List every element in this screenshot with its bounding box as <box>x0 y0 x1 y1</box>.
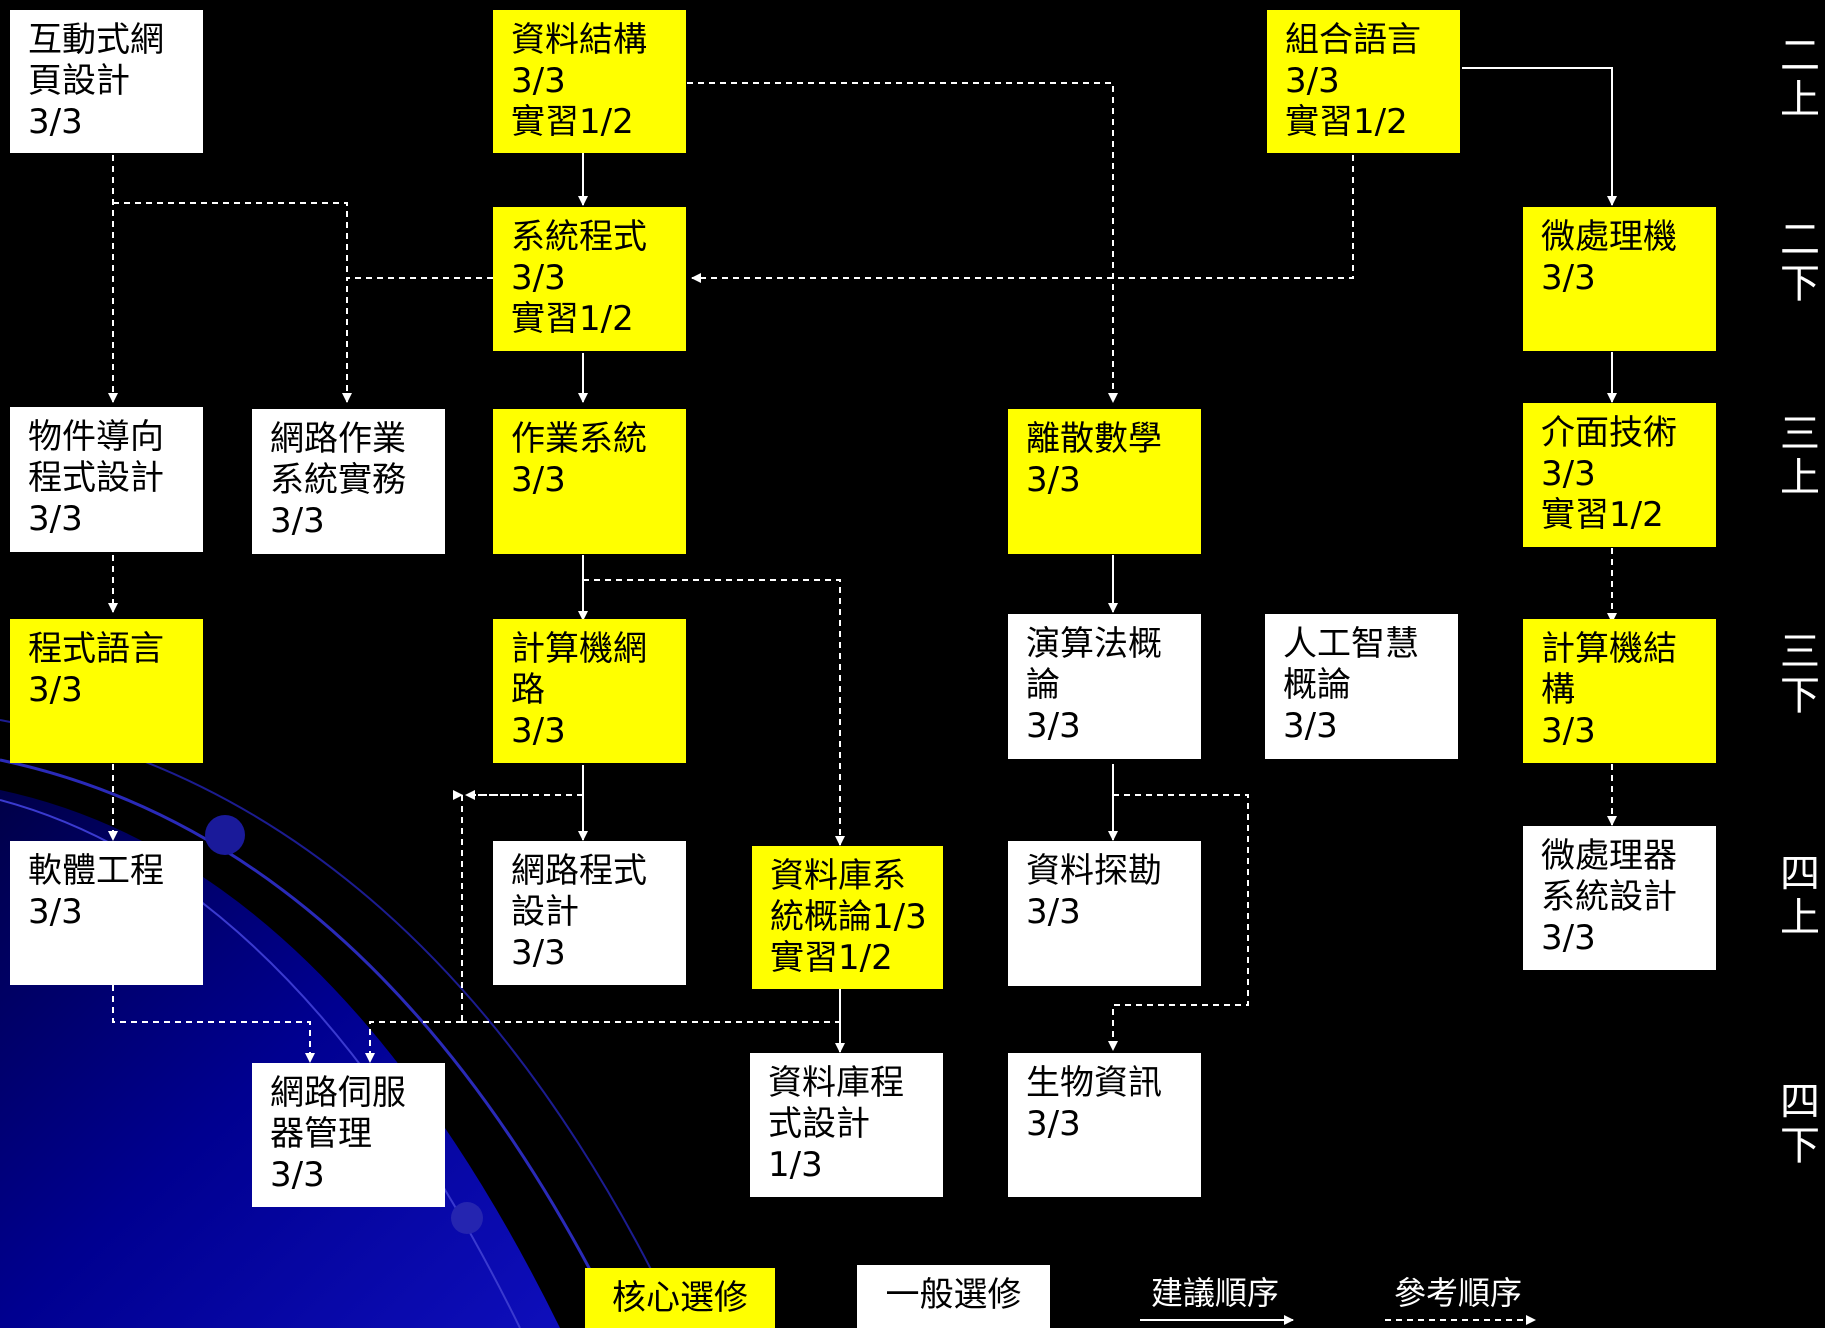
course-computer-networks: 計算機網 路 3/3 <box>493 619 686 763</box>
course-network-programming: 網路程式 設計 3/3 <box>493 841 686 985</box>
legend-suggested-label: 建議順序 <box>1150 1274 1279 1312</box>
course-programming-languages: 程式語言 3/3 <box>10 619 203 763</box>
semester-label: 四下 <box>1780 1079 1820 1169</box>
course-network-os: 網路作業 系統實務 3/3 <box>252 409 445 554</box>
dashed-arrows <box>108 82 1617 1063</box>
semester-label: 三下 <box>1780 629 1820 719</box>
course-interactive-web: 互動式網 頁設計 3/3 <box>10 10 203 153</box>
course-software-engineering: 軟體工程 3/3 <box>10 841 203 985</box>
course-algorithms: 演算法概 論 3/3 <box>1008 614 1201 759</box>
course-bioinformatics: 生物資訊 3/3 <box>1008 1053 1201 1197</box>
semester-label: 三上 <box>1780 411 1820 501</box>
course-microprocessor-design: 微處理器 系統設計 3/3 <box>1523 826 1716 970</box>
course-database-programming: 資料庫程 式設計 1/3 <box>750 1053 943 1197</box>
legend-reference-label: 參考順序 <box>1393 1274 1522 1312</box>
course-microprocessor: 微處理機 3/3 <box>1523 207 1716 351</box>
course-database-systems: 資料庫系 統概論1/3 實習1/2 <box>752 846 943 989</box>
course-operating-systems: 作業系統 3/3 <box>493 409 686 554</box>
semester-label: 二下 <box>1780 217 1820 307</box>
course-assembly: 組合語言 3/3 實習1/2 <box>1267 10 1460 153</box>
semester-label: 四上 <box>1780 851 1820 941</box>
course-discrete-math: 離散數學 3/3 <box>1008 409 1201 554</box>
course-ai: 人工智慧 概論 3/3 <box>1265 614 1458 759</box>
legend-general-box: 一般選修 <box>857 1265 1050 1328</box>
solid-arrows <box>578 67 1617 841</box>
semester-label: 二上 <box>1780 33 1820 123</box>
course-data-structures: 資料結構 3/3 實習1/2 <box>493 10 686 153</box>
legend-core-box: 核心選修 <box>585 1268 775 1328</box>
course-web-server-admin: 網路伺服 器管理 3/3 <box>252 1063 445 1207</box>
course-system-programming: 系統程式 3/3 實習1/2 <box>493 207 686 351</box>
course-interface-tech: 介面技術 3/3 實習1/2 <box>1523 403 1716 547</box>
course-data-mining: 資料探勘 3/3 <box>1008 841 1201 986</box>
course-computer-architecture: 計算機結 構 3/3 <box>1523 619 1716 763</box>
course-oop: 物件導向 程式設計 3/3 <box>10 407 203 552</box>
